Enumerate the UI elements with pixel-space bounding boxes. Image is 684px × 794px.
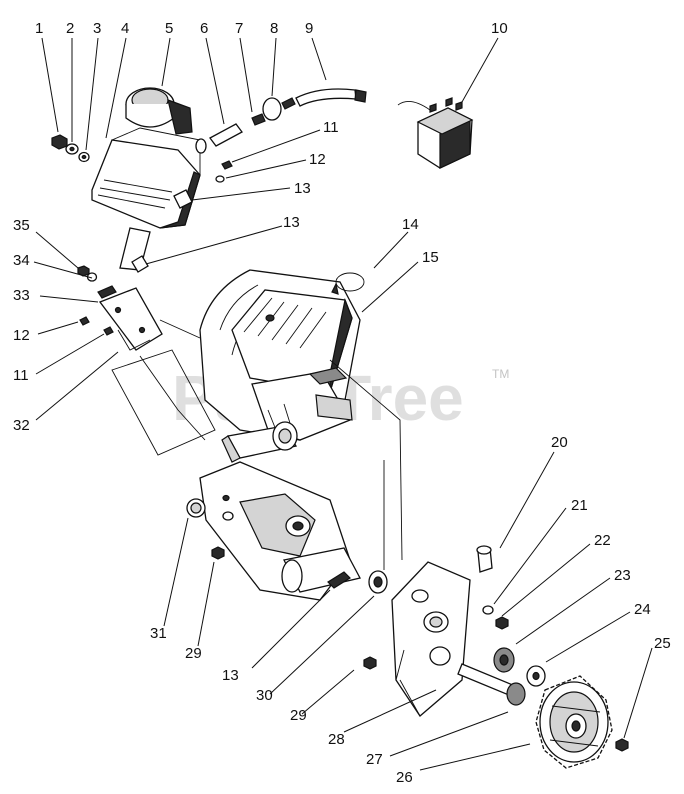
callout-31[interactable]: 31 [150,625,167,642]
switch-10[interactable] [397,97,474,169]
callout-23[interactable]: 23 [614,567,631,584]
callout-13-upper[interactable]: 13 [294,180,311,197]
washer-2[interactable] [65,143,79,155]
callout-20[interactable]: 20 [551,434,568,451]
callout-7[interactable]: 7 [235,20,243,37]
callout-26[interactable]: 26 [396,769,413,786]
callout-12-lower[interactable]: 12 [13,327,30,344]
callout-10[interactable]: 10 [491,20,508,37]
callout-22[interactable]: 22 [594,532,611,549]
callout-24[interactable]: 24 [634,601,651,618]
leader-lines [33,37,653,771]
hose-clamp-7[interactable] [251,113,266,126]
callout-1[interactable]: 1 [35,20,43,37]
callout-4[interactable]: 4 [121,20,129,37]
callout-28[interactable]: 28 [328,731,345,748]
callout-6[interactable]: 6 [200,20,208,37]
nut-22[interactable] [495,616,509,630]
screw-12-lower[interactable] [79,316,90,326]
fuel-line-6[interactable] [195,123,243,154]
bracket-13-left[interactable] [131,255,149,273]
nut-29-lower[interactable] [363,656,377,670]
callout-labels: 1 2 3 4 5 6 7 8 9 10 11 12 13 13 14 15 3… [13,20,671,786]
screw-11-upper[interactable] [221,160,233,170]
washer-3[interactable] [78,151,90,163]
washer-12-upper[interactable] [215,175,225,183]
callout-14[interactable]: 14 [402,216,419,233]
fuel-hose-9[interactable] [295,88,367,107]
callout-13-middle[interactable]: 13 [283,214,300,231]
washer-21[interactable] [482,605,494,615]
callout-5[interactable]: 5 [165,20,173,37]
mounting-plate-32[interactable] [98,287,163,351]
starter-motor[interactable] [221,421,298,463]
fuel-cap[interactable] [125,87,193,135]
screw-11-lower[interactable] [103,326,114,336]
callout-29-upper[interactable]: 29 [185,645,202,662]
callout-30[interactable]: 30 [256,687,273,704]
washer-24[interactable] [526,665,546,687]
callout-3[interactable]: 3 [93,20,101,37]
callout-29-lower[interactable]: 29 [290,707,307,724]
callout-9[interactable]: 9 [305,20,313,37]
fuel-filter-8[interactable] [262,97,296,121]
callout-15[interactable]: 15 [422,249,439,266]
bracket-13-upper[interactable] [173,189,193,209]
fuel-tank[interactable] [91,127,201,229]
bushing-30[interactable] [368,570,388,594]
air-filter-cover-15[interactable] [231,289,353,393]
callout-34[interactable]: 34 [13,252,30,269]
callout-32[interactable]: 32 [13,417,30,434]
callout-13-lower[interactable]: 13 [222,667,239,684]
callout-35[interactable]: 35 [13,217,30,234]
bolt-25[interactable] [615,738,629,752]
callout-11-upper[interactable]: 11 [323,119,339,136]
gear-wheel-26[interactable] [535,675,613,769]
callout-2[interactable]: 2 [66,20,74,37]
bolt-20[interactable] [476,545,493,573]
spacer-23[interactable] [493,647,515,673]
callout-11-lower[interactable]: 11 [13,367,29,384]
bearing-31[interactable] [186,498,206,518]
bracket-33[interactable] [97,285,117,299]
axle-27[interactable] [457,663,526,706]
nut-1[interactable] [51,134,68,150]
callout-25[interactable]: 25 [654,635,671,652]
hose-clamp-14[interactable] [331,272,365,295]
nut-29-upper[interactable] [211,546,225,560]
callout-12-upper[interactable]: 12 [309,151,326,168]
callout-27[interactable]: 27 [366,751,383,768]
callout-8[interactable]: 8 [270,20,278,37]
engine-block[interactable] [251,367,353,441]
callout-21[interactable]: 21 [571,497,588,514]
axle-housing-13[interactable] [281,547,361,593]
callout-33[interactable]: 33 [13,287,30,304]
gear-housing-28[interactable] [391,561,471,717]
watermark-tm: TM [492,367,509,381]
